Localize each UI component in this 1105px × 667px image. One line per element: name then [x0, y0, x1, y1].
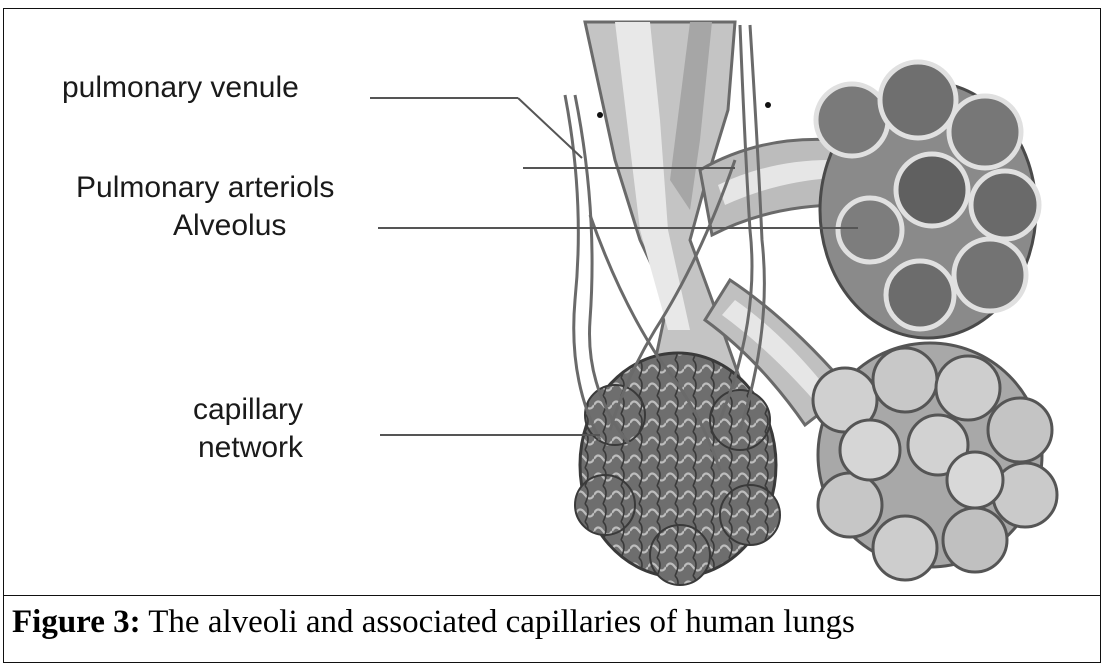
capillary-network-sac [575, 353, 780, 585]
alveolar-sac-upper [816, 62, 1039, 338]
caption-text: The alveoli and associated capillaries o… [141, 604, 855, 640]
label-capillary: capillary [193, 392, 303, 428]
figure-caption: Figure 3: The alveoli and associated cap… [12, 600, 855, 644]
caption-prefix: Figure 3: [12, 604, 141, 640]
alveolar-sac-lower [813, 343, 1057, 580]
flow-dot-left [597, 112, 603, 118]
label-network: network [198, 430, 303, 466]
label-pulmonary-venule: pulmonary venule [62, 70, 299, 106]
label-alveolus: Alveolus [173, 208, 286, 244]
caption-divider [3, 595, 1101, 596]
flow-dot-right [765, 102, 771, 108]
label-pulmonary-arteriols: Pulmonary arteriols [76, 170, 334, 206]
